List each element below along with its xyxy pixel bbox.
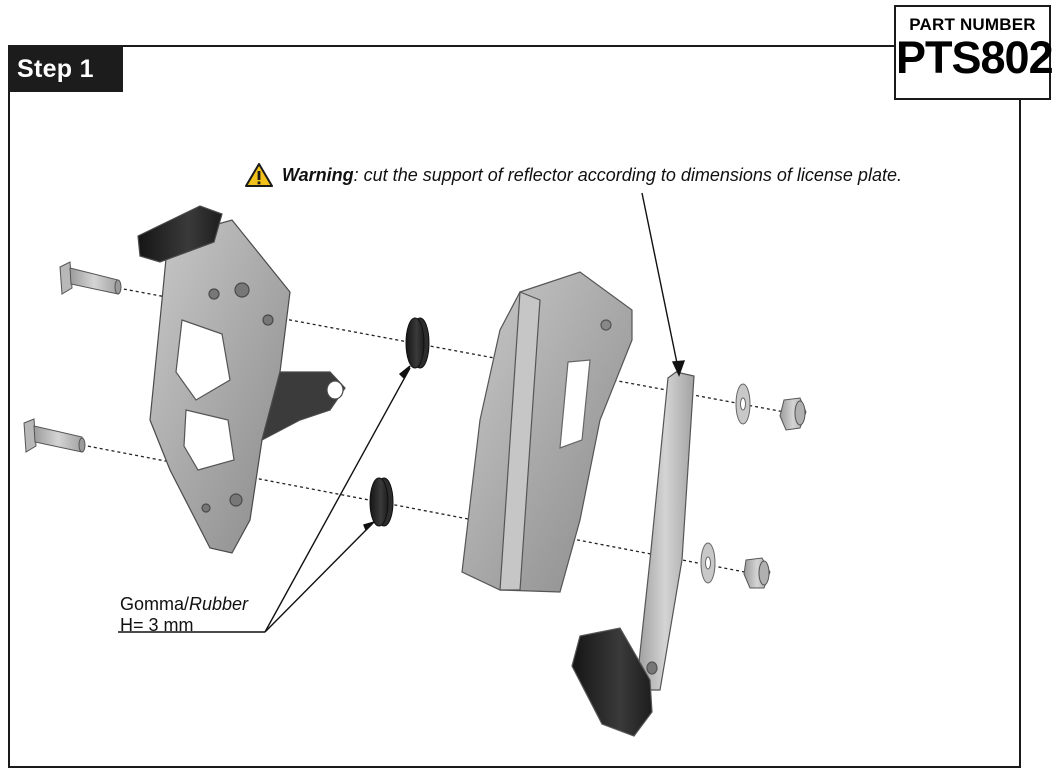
rubber-note-leaders [118, 365, 411, 633]
spacer-height-label: H= 3 mm [120, 615, 194, 635]
assembly-axis-lines [81, 287, 791, 574]
support-bracket [461, 271, 633, 593]
warning-text: : cut the support of reflector according… [353, 164, 902, 185]
rubber-spacer-note: Gomma/Rubber H= 3 mm [120, 594, 248, 636]
nut-top [779, 397, 807, 431]
part-number-box: PART NUMBER PTS802 [894, 5, 1054, 100]
rubber-spacer-top [405, 317, 430, 369]
warning-keyword: Warning [282, 164, 354, 185]
material-label-it: Gomma/ [120, 594, 190, 614]
rubber-spacer-bottom [369, 477, 394, 527]
washer-top [735, 383, 751, 425]
washer-bottom [700, 542, 716, 584]
instruction-frame [8, 45, 1021, 768]
screw-bottom [23, 418, 86, 453]
step-label: Step 1 [8, 45, 123, 92]
material-label-en: Rubber [189, 594, 249, 614]
reflector-support-arm [571, 371, 695, 737]
part-number-label: PART NUMBER [909, 15, 1036, 34]
part-number-value: PTS802 [896, 32, 1054, 83]
license-plate-bracket [137, 205, 346, 554]
warning-leader-arrow [641, 192, 686, 377]
warning-note: Warning: cut the support of reflector ac… [244, 160, 902, 190]
nut-bottom [743, 557, 771, 589]
screw-top [59, 261, 122, 295]
warning-icon [245, 163, 273, 187]
